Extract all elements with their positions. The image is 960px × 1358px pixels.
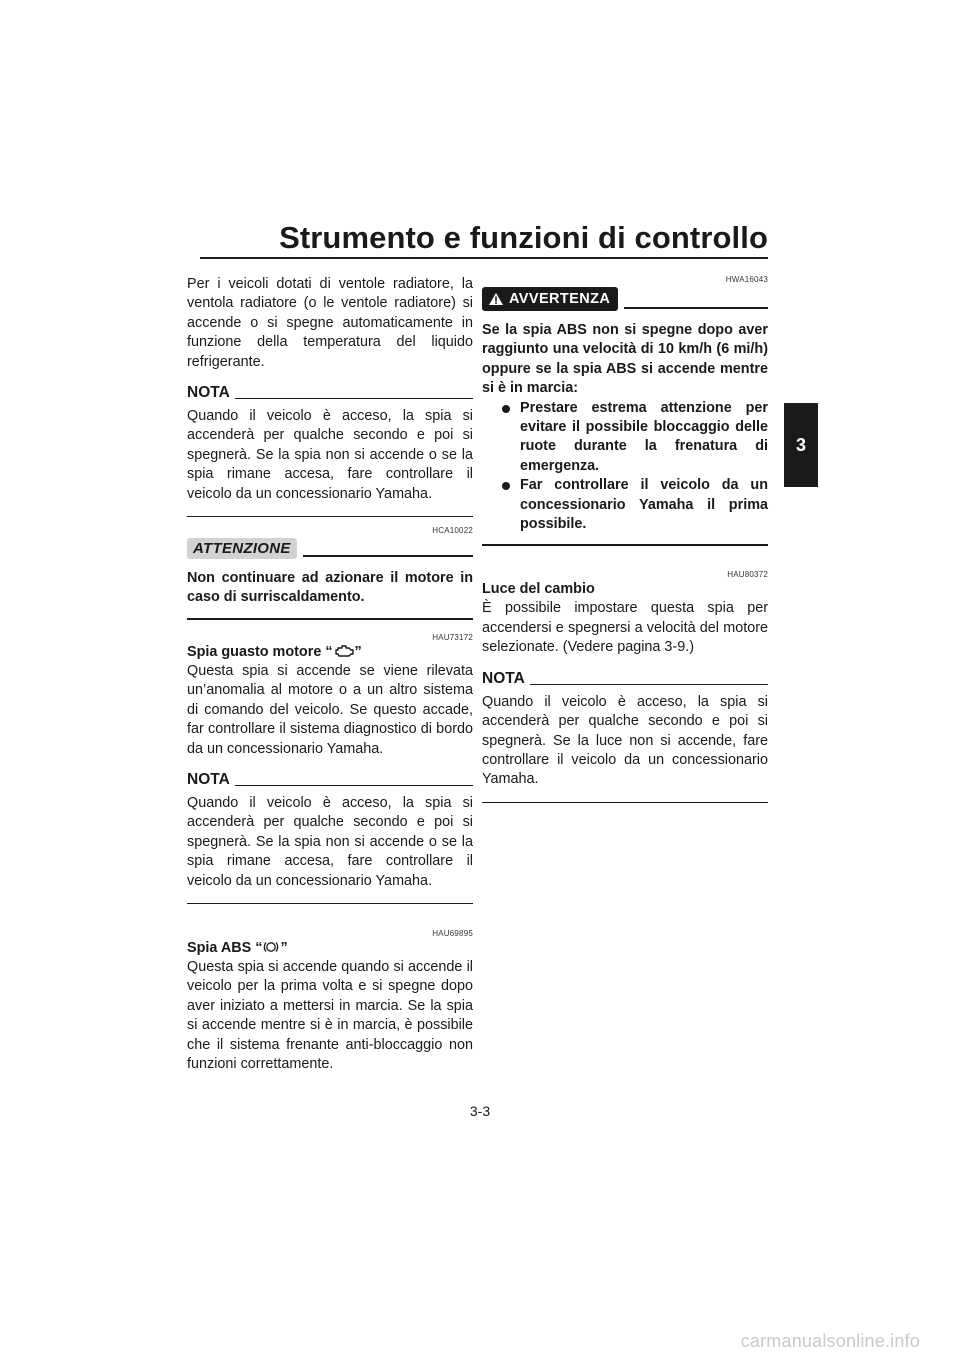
engine-warning-text: Questa spia si accende se viene rilevata…	[187, 662, 473, 757]
nota-heading: NOTA	[187, 771, 473, 789]
section-code: HCA10022	[432, 526, 473, 536]
section-code: HAU69895	[432, 928, 473, 938]
nota-text: Quando il veicolo è acceso, la spia si a…	[187, 408, 473, 502]
nota-text: Quando il veicolo è acceso, la spia si a…	[482, 693, 768, 788]
attenzione-heading: ATTENZIONE	[187, 538, 473, 560]
nota-rule	[529, 683, 768, 685]
nota-rule	[234, 784, 473, 786]
avvertenza-heading: AVVERTENZA	[482, 287, 768, 311]
avvertenza-text: Se la spia ABS non si spegne dopo aver r…	[482, 322, 768, 397]
attenzione-badge: ATTENZIONE	[187, 538, 297, 560]
engine-warning-icon	[334, 645, 354, 657]
avvertenza-bullets: Prestare estrema attenzione per evitare …	[482, 399, 768, 535]
attenzione-text: Non continuare ad azionare il motore in …	[187, 570, 473, 606]
nota-end-rule	[482, 801, 768, 803]
list-item: Prestare estrema attenzione per evitare …	[500, 399, 768, 477]
section-code: HWA16043	[725, 275, 768, 284]
left-column: Per i veicoli dotati di ventole radiator…	[187, 275, 473, 1074]
warning-triangle-icon	[489, 293, 503, 305]
page-title: Strumento e funzioni di controllo	[279, 220, 768, 255]
avvertenza-badge: AVVERTENZA	[482, 287, 619, 311]
avvertenza-rule	[624, 307, 768, 309]
watermark: carmanualsonline.info	[740, 1331, 920, 1351]
nota-rule	[234, 398, 473, 400]
nota-label: NOTA	[187, 770, 230, 788]
list-item: Far controllare il veicolo da un concess…	[500, 476, 768, 534]
nota-end-rule	[187, 902, 473, 904]
page-number: 3-3	[469, 1103, 491, 1119]
avvertenza-label: AVVERTENZA	[509, 291, 611, 307]
nota-label: NOTA	[482, 669, 525, 687]
abs-heading-text: Spia ABS “	[187, 939, 263, 956]
shift-light-heading: Luce del cambio	[482, 581, 595, 598]
attenzione-end-rule	[187, 617, 473, 620]
engine-warning-heading: Spia guasto motore “ ”	[187, 643, 473, 662]
abs-warning-icon	[264, 942, 279, 952]
section-code: HAU73172	[432, 632, 473, 642]
shift-light-text: È possibile impostare questa spia per ac…	[482, 600, 768, 656]
title-rule	[200, 257, 768, 259]
section-code: HAU80372	[727, 570, 768, 580]
nota-text: Quando il veicolo è acceso, la spia si a…	[187, 794, 473, 889]
engine-heading-text: Spia guasto motore “	[187, 643, 333, 660]
intro-paragraph: Per i veicoli dotati di ventole radiator…	[187, 276, 473, 370]
engine-heading-close: ”	[354, 643, 362, 660]
chapter-tab: 3	[784, 403, 818, 487]
right-column: HWA16043 AVVERTENZA Se la spia ABS non s…	[482, 275, 768, 803]
abs-heading-close: ”	[280, 939, 288, 956]
attenzione-rule	[302, 554, 473, 557]
nota-heading: NOTA	[482, 670, 768, 688]
abs-warning-text: Questa spia si accende quando si accende…	[187, 958, 473, 1072]
avvertenza-end-rule	[482, 544, 768, 547]
nota-end-rule	[187, 516, 473, 518]
abs-warning-heading: Spia ABS “ ”	[187, 939, 473, 958]
nota-heading: NOTA	[187, 384, 473, 402]
nota-label: NOTA	[187, 384, 230, 402]
